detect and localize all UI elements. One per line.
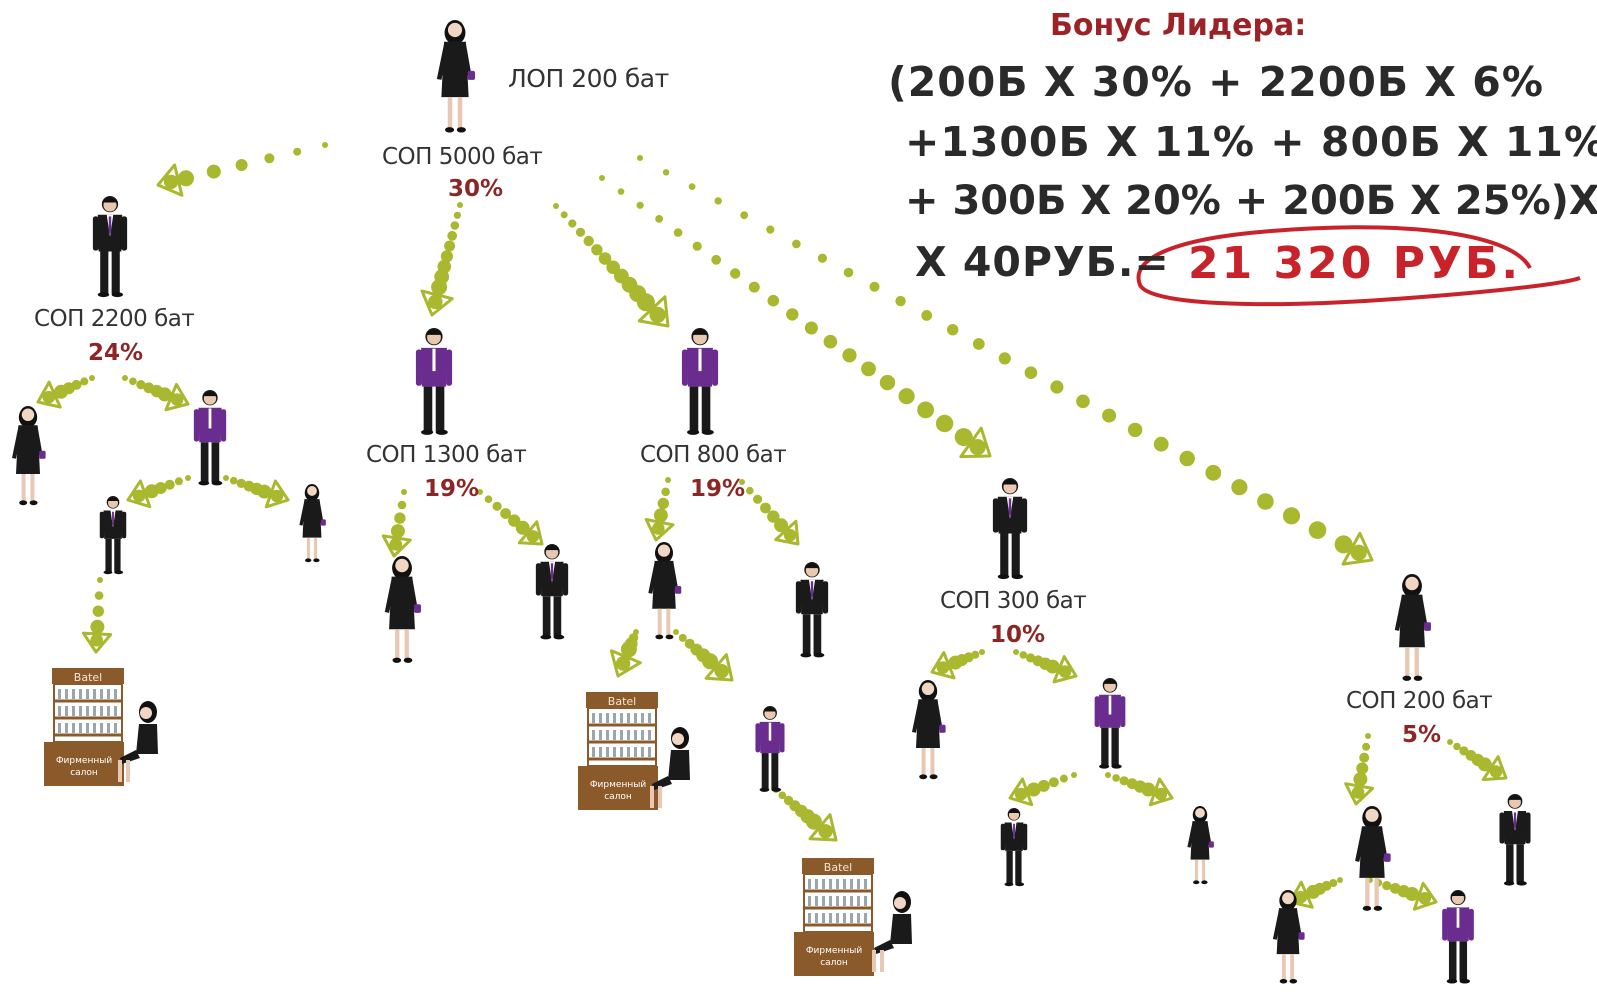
dotted-arrow-icon	[553, 203, 670, 328]
dotted-arrow-icon	[477, 489, 544, 546]
dotted-arrow-icon	[773, 787, 838, 842]
dotted-arrow-icon	[381, 489, 412, 558]
dotted-arrow-icon	[609, 629, 642, 678]
shop-caption-line2: салон	[820, 958, 848, 968]
person-icon	[755, 706, 785, 792]
dotted-arrow-icon	[126, 475, 191, 509]
formula-line-4-prefix: Х 40РУБ.=	[915, 238, 1170, 286]
dotted-arrow-icon	[1288, 877, 1343, 909]
formula-title: Бонус Лидера:	[1050, 8, 1307, 43]
dotted-arrow-icon	[420, 202, 463, 317]
formula-line-2: +1300Б Х 11% + 800Б Х 11%+	[905, 118, 1597, 166]
shop-brand: Batel	[608, 695, 636, 708]
person-icon	[992, 478, 1028, 580]
formula-result: 21 320 РУБ.	[1188, 238, 1522, 289]
top-percent: 30%	[448, 176, 504, 202]
person-icon	[436, 20, 475, 133]
shop-caption-line1: Фирменный	[590, 780, 647, 790]
person-icon	[1094, 678, 1126, 769]
person-icon	[648, 542, 682, 640]
branch-5-percent: 5%	[1402, 722, 1442, 748]
dotted-arrow-icon	[739, 479, 800, 546]
person-icon	[681, 328, 719, 435]
shop-brand: Batel	[74, 671, 102, 684]
dotted-arrow-icon	[599, 175, 992, 459]
branch-1-sop-label: СОП 2200 бат	[34, 306, 195, 332]
branch-1-percent: 24%	[88, 340, 144, 366]
formula-line-3: + 300Б Х 20% + 200Б Х 25%)Х	[905, 178, 1597, 224]
person-icon	[912, 680, 946, 780]
shop-caption-line1: Фирменный	[56, 756, 113, 766]
branch-2-sop-label: СОП 1300 бат	[366, 442, 527, 468]
dotted-arrow-icon	[637, 155, 1374, 566]
top-sop-label: СОП 5000 бат	[382, 144, 543, 170]
person-icon	[1187, 806, 1214, 885]
shop-brand: Batel	[824, 861, 852, 874]
branch-2-percent: 19%	[424, 476, 480, 502]
branch-3-percent: 19%	[690, 476, 746, 502]
person-icon	[1499, 794, 1531, 886]
shop-caption-line2: салон	[604, 792, 632, 802]
person-icon	[650, 727, 690, 808]
dotted-arrow-icon	[1008, 772, 1077, 807]
branch-4-sop-label: СОП 300 бат	[940, 588, 1087, 614]
person-icon	[1000, 808, 1028, 887]
branch-3-sop-label: СОП 800 бат	[640, 442, 787, 468]
person-icon	[1442, 890, 1474, 984]
person-icon	[1355, 806, 1391, 911]
formula-line-1: (200Б Х 30% + 2200Б Х 6%	[888, 58, 1544, 106]
person-icon	[12, 406, 46, 506]
dotted-arrow-icon	[930, 649, 985, 680]
dotted-arrow-icon	[1344, 733, 1375, 806]
person-icon	[872, 891, 912, 972]
person-icon	[1394, 574, 1431, 681]
dotted-arrow-icon	[1447, 739, 1508, 782]
branch-5-sop-label: СОП 200 бат	[1346, 688, 1493, 714]
dotted-arrow-icon	[673, 629, 734, 682]
dotted-arrow-icon	[122, 375, 190, 412]
person-icon	[384, 556, 421, 663]
dotted-arrow-icon	[1105, 772, 1174, 807]
person-icon	[92, 196, 128, 298]
shop-caption-line1: Фирменный	[806, 946, 863, 956]
person-icon	[299, 484, 326, 563]
person-icon	[415, 328, 453, 435]
person-icon	[99, 496, 127, 575]
dotted-arrow-icon	[223, 475, 290, 509]
person-icon	[1272, 890, 1305, 984]
top-lop-label: ЛОП 200 бат	[508, 64, 669, 93]
dotted-arrow-icon	[36, 375, 95, 409]
result-highlight-ellipse	[1136, 225, 1581, 307]
person-icon	[193, 390, 227, 486]
dotted-arrow-icon	[1013, 649, 1078, 684]
dotted-arrow-icon	[156, 142, 328, 197]
person-icon	[795, 562, 829, 658]
shop-caption-line2: салон	[70, 768, 98, 778]
person-icon	[118, 701, 158, 782]
branch-4-percent: 10%	[990, 622, 1046, 648]
dotted-arrow-icon	[81, 577, 113, 654]
person-icon	[535, 544, 569, 640]
dotted-arrow-icon	[644, 477, 675, 542]
